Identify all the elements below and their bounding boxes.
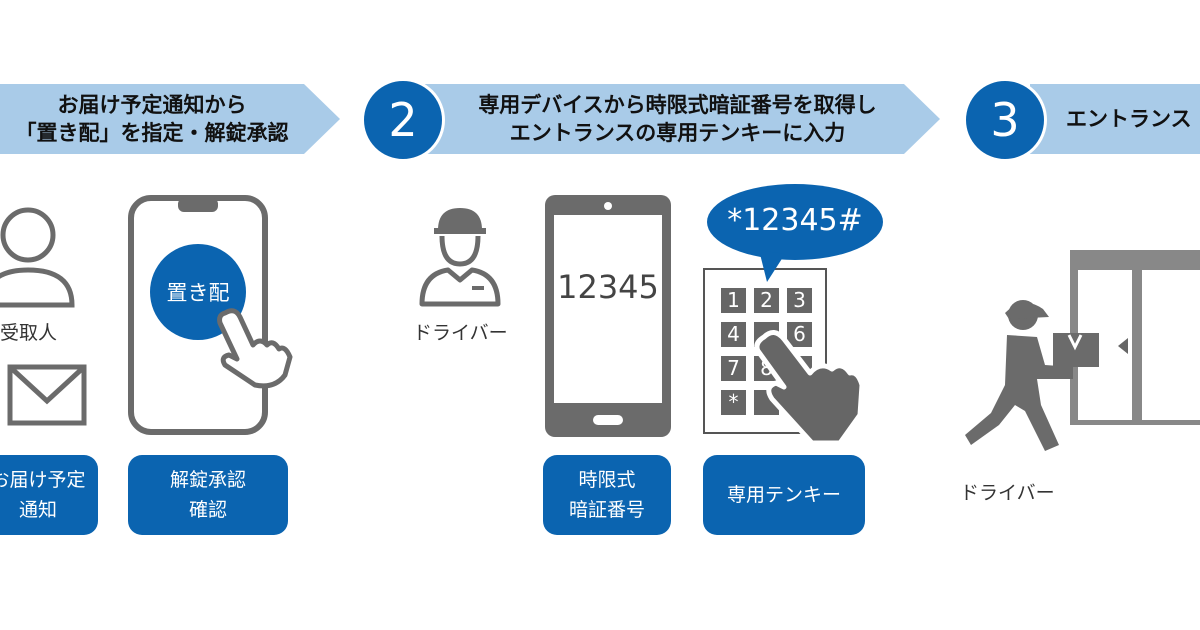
keypad-keys: 1 2 3 4 6 7 8 *: [721, 288, 812, 415]
driver-label: ドライバー: [413, 322, 508, 344]
running-driver-icon: [965, 300, 1099, 451]
button-line: 確認: [188, 499, 227, 521]
speech-code: *12345#: [727, 203, 863, 238]
driver-icon: [419, 208, 501, 307]
key[interactable]: 4: [721, 322, 746, 347]
key[interactable]: 2: [754, 288, 779, 313]
tapping-hand-icon: [217, 308, 293, 389]
button-line: 暗証番号: [568, 499, 645, 521]
recipient-person-icon: [0, 207, 75, 308]
step-1-line2: 「置き配」を指定・解錠承認: [15, 121, 289, 145]
dedicated-device-icon: [545, 195, 671, 437]
key[interactable]: 3: [787, 288, 812, 313]
oki-hai-label: 置き配: [166, 281, 230, 305]
step-1-banner: お届け予定通知から 「置き配」を指定・解錠承認: [0, 84, 340, 154]
unlock-approval-button[interactable]: 解錠承認 確認: [128, 455, 288, 535]
step-3-banner: エントランス: [1030, 84, 1200, 154]
button-line: 解錠承認: [169, 469, 246, 491]
step-2-line1: 専用デバイスから時限式暗証番号を取得し: [478, 93, 877, 117]
button-line: お届け予定: [0, 469, 86, 491]
step-1-line1: お届け予定通知から: [57, 93, 247, 117]
step-3-number: 3: [963, 78, 1047, 162]
key[interactable]: 6: [787, 322, 812, 347]
recipient-label: 受取人: [0, 322, 58, 344]
device-code: 12345: [557, 268, 659, 306]
dedicated-keypad-button[interactable]: 専用テンキー: [703, 455, 865, 535]
step-2-number: 2: [361, 78, 445, 162]
driver-label-step3: ドライバー: [960, 482, 1055, 504]
step-2-banner: 専用デバイスから時限式暗証番号を取得し エントランスの専用テンキーに入力: [425, 84, 940, 154]
speech-bubble-icon: [707, 184, 883, 282]
key[interactable]: 1: [721, 288, 746, 313]
button-line: 専用テンキー: [726, 484, 841, 506]
button-line: 時限式: [578, 469, 636, 491]
key[interactable]: *: [721, 390, 746, 415]
delivery-notice-button[interactable]: お届け予定 通知: [0, 455, 98, 535]
time-limited-code-button[interactable]: 時限式 暗証番号: [543, 455, 671, 535]
step-2-line2: エントランスの専用テンキーに入力: [509, 121, 846, 145]
envelope-icon: [7, 364, 87, 426]
button-line: 通知: [18, 499, 57, 521]
pressing-hand-icon: [754, 330, 865, 446]
step-3-line1: エントランス: [1066, 107, 1192, 131]
key[interactable]: 7: [721, 356, 746, 381]
